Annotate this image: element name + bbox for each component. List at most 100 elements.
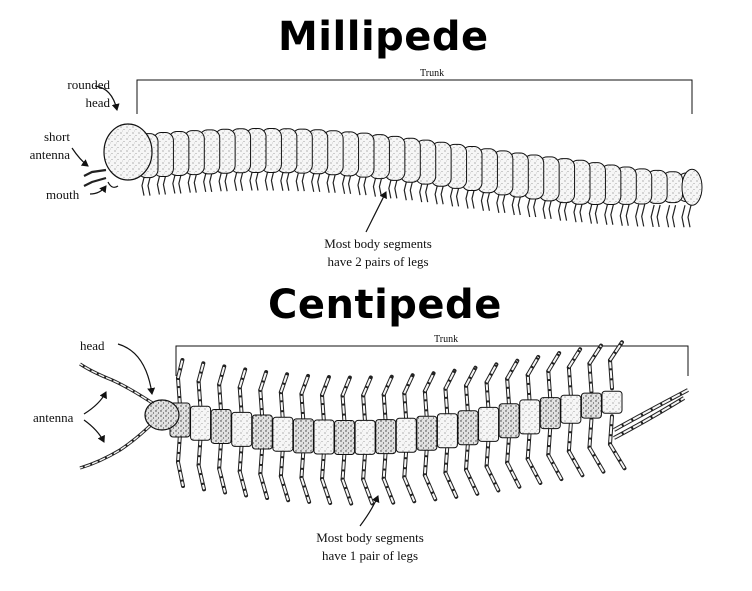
centipede-segment: [251, 414, 273, 450]
centipede-segment: [436, 413, 458, 449]
centipede-segment: [313, 419, 335, 455]
centipede-leg-highlight: [465, 441, 469, 470]
centipede-segment: [416, 415, 438, 451]
millipede-note-line2: have 2 pairs of legs: [327, 254, 429, 269]
centipede-body: [169, 390, 623, 456]
centipede-segment: [560, 394, 582, 424]
centipede-leg-highlight: [197, 381, 202, 410]
centipede-leg-highlight: [444, 370, 456, 390]
millipede-leg: [671, 205, 677, 228]
centipede-segments-note: Most body segments have 1 pair of legs: [292, 529, 448, 565]
centipede-leg-highlight: [547, 426, 552, 456]
centipede-leg-highlight: [403, 476, 416, 502]
centipede-leg-highlight: [321, 376, 330, 396]
centipede-leg-highlight: [506, 360, 519, 380]
millipede-antenna-label-line1: short: [44, 129, 70, 144]
centipede-leg-highlight: [279, 392, 284, 421]
centipede-leg-highlight: [485, 382, 490, 411]
centipede-leg-highlight: [485, 465, 500, 491]
millipede-leg: [665, 205, 671, 228]
centipede-leg-highlight: [506, 378, 511, 407]
centipede-leg-highlight: [423, 447, 428, 476]
centipede-leg-highlight: [238, 471, 248, 496]
millipede-note-line1: Most body segments: [324, 236, 432, 251]
centipede-note-line1: Most body segments: [316, 530, 424, 545]
centipede-leg-highlight: [465, 385, 469, 414]
centipede-antenna-label: antenna: [33, 410, 74, 425]
centipede-leg-highlight: [362, 479, 374, 504]
centipede-trunk-bracket: [175, 345, 689, 376]
centipede-head-label: head: [80, 338, 105, 353]
centipede-leg-highlight: [526, 458, 542, 484]
centipede-leg-highlight: [321, 478, 332, 504]
millipede-mouth-label: mouth: [46, 187, 80, 202]
centipede-leg-highlight: [423, 474, 437, 500]
centipede-leg-highlight: [444, 444, 449, 473]
centipede-head: [79, 362, 180, 470]
millipede-leg: [625, 203, 630, 226]
centipede-leg-highlight: [526, 356, 540, 376]
centipede-antenna-arrow-lower: [83, 419, 105, 443]
centipede-segment: [478, 406, 500, 442]
centipede-leg-highlight: [609, 443, 626, 469]
millipede-head-label-line1: rounded: [67, 77, 110, 92]
centipede-leg-highlight: [567, 367, 572, 396]
millipede-leg: [687, 205, 692, 228]
centipede-leg-highlight: [259, 473, 269, 499]
millipede-head-label-line2: head: [85, 95, 110, 110]
millipede-head-arrow: [94, 85, 120, 111]
centipede-segment: [498, 403, 520, 439]
centipede-head-arrow: [117, 343, 156, 395]
centipede-leg-highlight: [547, 352, 561, 372]
centipede-leg-highlight: [218, 366, 226, 385]
centipede-antenna-arrow-upper: [83, 391, 107, 415]
centipede-leg-highlight: [588, 363, 593, 392]
millipede-antenna-arrow: [71, 147, 89, 167]
centipede-leg-highlight: [238, 443, 243, 472]
centipede-leg-highlight: [279, 373, 289, 393]
centipede-leg-highlight: [238, 387, 243, 416]
centipede-leg-highlight: [259, 371, 268, 391]
centipede-leg-highlight: [300, 449, 305, 478]
centipede-leg-highlight: [526, 374, 531, 404]
millipede-leg: [594, 201, 600, 224]
millipede-antenna-label-line2: antenna: [29, 147, 70, 162]
centipede-leg-highlight: [588, 419, 593, 448]
centipede-leg-highlight: [218, 468, 227, 493]
centipede-leg-highlight: [609, 416, 613, 445]
centipede-leg-highlight: [341, 451, 346, 480]
millipede-leg: [604, 202, 609, 225]
centipede-leg-highlight: [506, 434, 511, 463]
millipede-title: Millipede: [278, 14, 489, 60]
centipede-leg-highlight: [567, 423, 572, 452]
centipede-leg-highlight: [547, 370, 552, 400]
centipede-segment: [292, 418, 314, 454]
centipede-leg-highlight: [382, 394, 387, 423]
millipede-leg: [610, 202, 615, 225]
centipede-trunk-label: Trunk: [434, 334, 459, 345]
centipede-leg-highlight: [609, 341, 623, 361]
centipede-segment: [210, 408, 232, 444]
millipede-trunk-label: Trunk: [420, 68, 445, 79]
centipede-leg-highlight: [197, 465, 205, 490]
millipede-tail: [681, 168, 703, 206]
millipede-head-label: rounded head: [48, 76, 110, 112]
millipede-mouth-arrow: [89, 185, 107, 195]
centipede-leg-highlight: [177, 359, 184, 379]
centipede-leg-highlight: [588, 447, 605, 473]
millipede-segments-note: Most body segments have 2 pairs of legs: [300, 235, 456, 271]
centipede-segment: [375, 419, 397, 455]
centipede-leg-highlight: [506, 462, 521, 488]
centipede-leg-highlight: [465, 469, 479, 495]
centipede-leg-highlight: [218, 384, 223, 413]
centipede-leg-highlight: [547, 454, 563, 480]
centipede-leg-highlight: [300, 393, 305, 422]
centipede-segment: [395, 417, 417, 453]
centipede-segment: [601, 390, 623, 414]
millipede-leg: [641, 204, 646, 227]
millipede-leg: [619, 203, 624, 226]
centipede-segment: [354, 419, 376, 455]
centipede-leg-highlight: [341, 395, 346, 424]
millipede-leg: [681, 205, 686, 228]
